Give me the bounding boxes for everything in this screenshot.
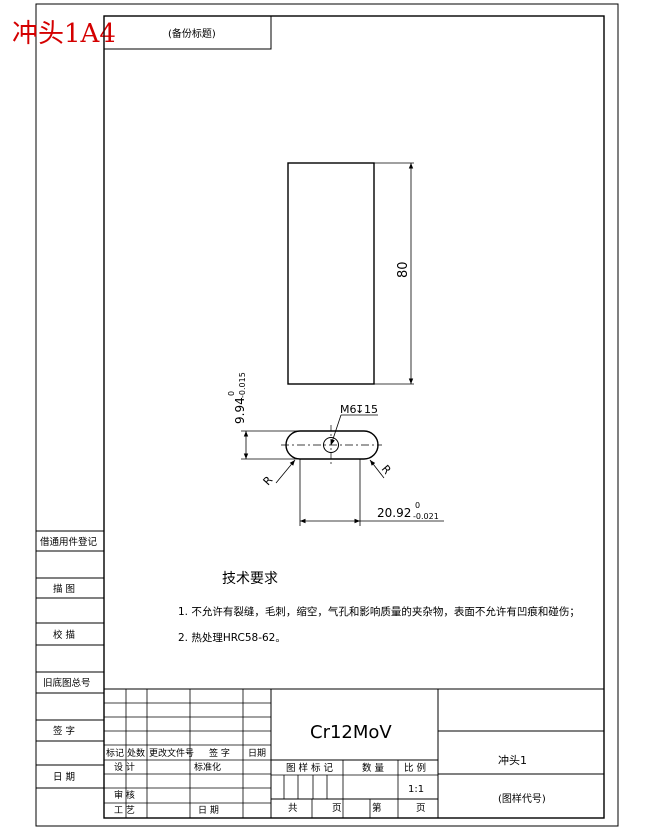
notes-line-1: 1. 不允许有裂缝，毛刺，缩空，气孔和影响质量的夹杂物，表面不允许有凹痕和碰伤； bbox=[178, 605, 580, 618]
sheet-unit-2: 页 bbox=[416, 803, 426, 814]
length-dimension-upper: 0 bbox=[415, 501, 420, 510]
total-sheets-label: 共 bbox=[288, 803, 298, 814]
side-traced: 描 图 bbox=[53, 583, 75, 595]
rev-sign-label: 签 字 bbox=[209, 747, 230, 759]
thread-label: M6 bbox=[340, 403, 357, 416]
process-label: 工 艺 bbox=[114, 805, 135, 816]
length-dimension-lower: -0.021 bbox=[413, 512, 439, 521]
radius-right-label: R bbox=[379, 463, 394, 477]
top-title-box bbox=[103, 15, 272, 50]
rev-date-label: 日期 bbox=[248, 748, 266, 759]
side-borrowed-registry: 借通用件登记 bbox=[40, 536, 98, 548]
width-dimension-base: 9.94 bbox=[233, 397, 247, 424]
notes-line-2: 2. 热处理HRC58-62。 bbox=[178, 631, 286, 644]
technical-notes: 技术要求 1. 不允许有裂缝，毛刺，缩空，气孔和影响质量的夹杂物，表面不允许有凹… bbox=[178, 571, 580, 644]
inner-border bbox=[103, 15, 605, 819]
side-column: 借通用件登记 描 图 校 描 旧底图总号 签 字 日 期 bbox=[36, 530, 104, 789]
designer-label: 设 计 bbox=[114, 761, 135, 773]
rev-mark-label: 标记 bbox=[106, 747, 124, 759]
outer-border bbox=[35, 3, 619, 827]
top-box-label: (备份标题) bbox=[168, 27, 216, 40]
part-name: 冲头1 bbox=[498, 753, 527, 767]
thread-depth-symbol: ↧ bbox=[355, 403, 364, 416]
length-dimension-base: 20.92 bbox=[377, 506, 411, 520]
date-label: 日 期 bbox=[198, 805, 219, 816]
side-proofread: 校 描 bbox=[53, 629, 76, 641]
side-date: 日 期 bbox=[53, 772, 75, 783]
width-dimension-upper: 0 bbox=[227, 391, 236, 396]
radius-left-label: R bbox=[261, 473, 276, 488]
front-view: 80 bbox=[287, 162, 414, 385]
rev-count-label: 处数 bbox=[127, 747, 145, 759]
scale-value: 1:1 bbox=[408, 784, 424, 795]
material-label: Cr12MoV bbox=[310, 722, 392, 743]
side-old-drawing-no: 旧底图总号 bbox=[43, 677, 91, 689]
width-dimension-lower: -0.015 bbox=[238, 372, 247, 398]
slot-view: 9.94 0 -0.015 M6 ↧ 15 R R 20.92 0 -0.021 bbox=[227, 372, 444, 526]
scale-label: 比 例 bbox=[404, 762, 426, 774]
side-signature: 签 字 bbox=[53, 725, 75, 737]
sheet-no-label: 第 bbox=[372, 802, 382, 814]
notes-heading: 技术要求 bbox=[222, 571, 278, 587]
stage-mark-label: 图 样 标 记 bbox=[286, 762, 334, 774]
height-dimension: 80 bbox=[396, 261, 411, 278]
title-stamp: 冲头1A4 bbox=[12, 19, 116, 49]
rev-doc-label: 更改文件号 bbox=[149, 747, 194, 759]
standardizer-label: 标准化 bbox=[194, 761, 221, 773]
title-block: 标记 处数 更改文件号 签 字 日期 设 计 标准化 审 核 工 艺 日 期 C… bbox=[104, 688, 604, 818]
thread-depth: 15 bbox=[364, 403, 378, 416]
quantity-label: 数 量 bbox=[362, 762, 385, 774]
sheet-unit-1: 页 bbox=[332, 803, 342, 814]
drawing-code: (图样代号) bbox=[498, 792, 546, 805]
checker-label: 审 核 bbox=[114, 789, 135, 801]
